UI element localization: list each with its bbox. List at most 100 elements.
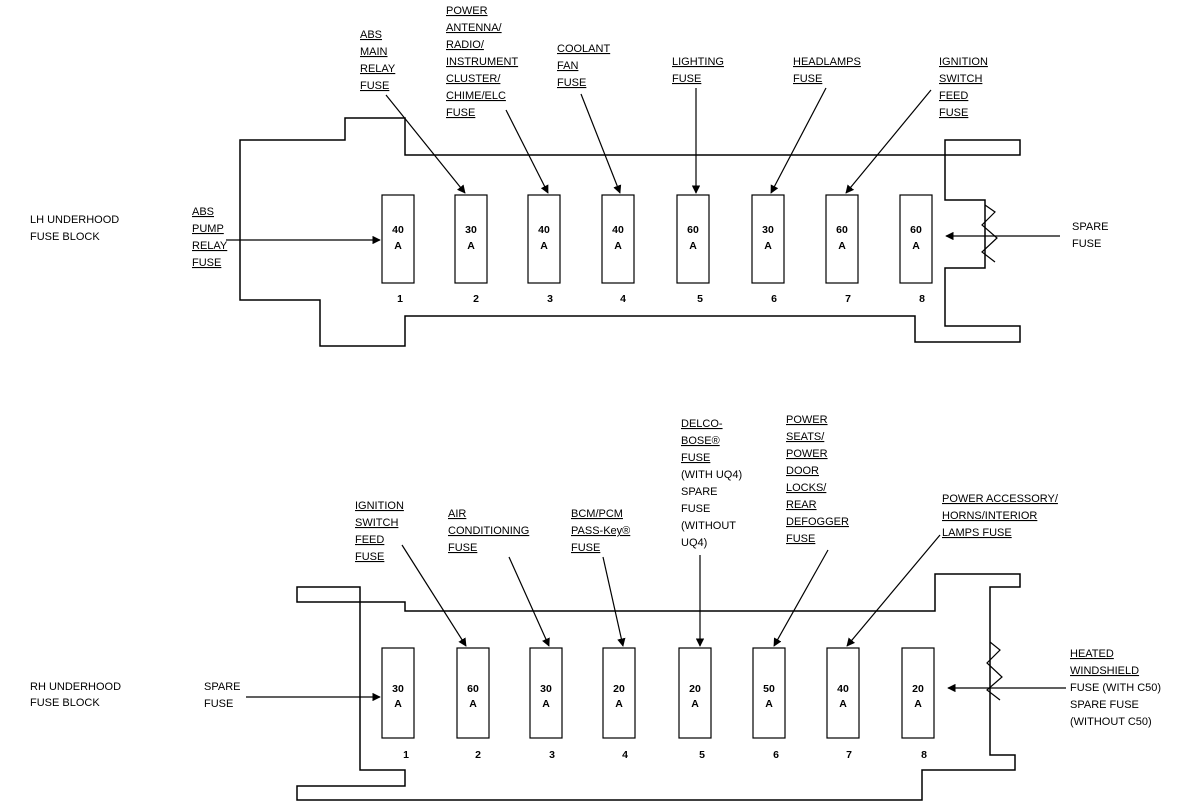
svg-text:POWER ACCESSORY/: POWER ACCESSORY/ — [942, 493, 1059, 505]
svg-text:RELAY: RELAY — [192, 240, 228, 252]
lh-callout-coolant: COOLANT FAN FUSE — [557, 43, 622, 194]
rh-fuse-3-amp: 30 — [540, 683, 552, 695]
svg-text:SPARE: SPARE — [681, 486, 717, 498]
lh-fuse-8-unit: A — [912, 240, 920, 252]
lh-callout-headlamps: HEADLAMPS FUSE — [770, 56, 861, 194]
svg-text:REAR: REAR — [786, 499, 817, 511]
lh-fuse-7-unit: A — [838, 240, 846, 252]
lh-headlamps-arrow — [770, 87, 827, 194]
rh-callout-power-accessory: POWER ACCESSORY/ HORNS/INTERIOR LAMPS FU… — [846, 493, 1059, 647]
rh-fuse-8-unit: A — [914, 698, 922, 710]
lh-block-outline — [239, 117, 1021, 347]
svg-text:IGNITION: IGNITION — [939, 56, 988, 68]
lh-fuse-7-amp: 60 — [836, 224, 848, 236]
rh-fuse-5-amp: 20 — [689, 683, 701, 695]
rh-fuse-2-unit: A — [469, 698, 477, 710]
svg-text:AIR: AIR — [448, 508, 466, 520]
svg-text:FUSE: FUSE — [355, 551, 384, 563]
lh-fuse-3-pos: 3 — [547, 293, 553, 305]
lh-fuse-4: 40 A 4 — [601, 194, 635, 305]
svg-text:CHIME/ELC: CHIME/ELC — [446, 90, 506, 102]
lh-fuse-8-amp: 60 — [910, 224, 922, 236]
svg-text:BCM/PCM: BCM/PCM — [571, 508, 623, 520]
lh-fuse-6-unit: A — [764, 240, 772, 252]
rh-fuse-7-amp: 40 — [837, 683, 849, 695]
rh-spare-notch — [986, 641, 1003, 701]
lh-ignition-arrow — [845, 89, 932, 194]
rh-fuse-2-pos: 2 — [475, 749, 481, 761]
svg-text:FUSE: FUSE — [672, 73, 701, 85]
lh-fuse-1-pos: 1 — [397, 293, 403, 305]
svg-text:FUSE: FUSE — [360, 80, 389, 92]
rh-block-outline — [296, 573, 1021, 801]
svg-text:DELCO-: DELCO- — [681, 418, 723, 430]
svg-text:HORNS/INTERIOR: HORNS/INTERIOR — [942, 510, 1037, 522]
rh-callout-air-conditioning: AIR CONDITIONING FUSE — [448, 508, 550, 647]
rh-callout-delco-bose: DELCO- BOSE® FUSE (WITH UQ4) SPARE FUSE … — [681, 418, 742, 647]
lh-fuse-block: 40 A 1 30 A 2 40 A 3 40 A 4 — [30, 5, 1108, 347]
svg-text:LH UNDERHOOD: LH UNDERHOOD — [30, 214, 119, 226]
svg-text:PUMP: PUMP — [192, 223, 224, 235]
rh-fuse-3: 30 A 3 — [529, 647, 563, 761]
rh-fuse-8: 20 A 8 — [901, 647, 935, 761]
lh-fuse-3-unit: A — [540, 240, 548, 252]
svg-text:RADIO/: RADIO/ — [446, 39, 485, 51]
svg-text:LIGHTING: LIGHTING — [672, 56, 724, 68]
rh-fuse-2-amp: 60 — [467, 683, 479, 695]
lh-callout-abs-pump: ABS PUMP RELAY FUSE — [192, 206, 381, 269]
rh-callout-power-seats: POWER SEATS/ POWER DOOR LOCKS/ REAR DEFO… — [773, 414, 849, 647]
svg-text:FUSE: FUSE — [939, 107, 968, 119]
svg-text:SEATS/: SEATS/ — [786, 431, 825, 443]
svg-text:WINDSHIELD: WINDSHIELD — [1070, 665, 1139, 677]
svg-text:DOOR: DOOR — [786, 465, 819, 477]
svg-text:FEED: FEED — [939, 90, 968, 102]
svg-text:FAN: FAN — [557, 60, 578, 72]
svg-text:HEADLAMPS: HEADLAMPS — [793, 56, 861, 68]
svg-text:(WITHOUT: (WITHOUT — [681, 520, 736, 532]
lh-fuse-3-amp: 40 — [538, 224, 550, 236]
rh-power-seats-arrow — [773, 549, 829, 647]
svg-text:FUSE BLOCK: FUSE BLOCK — [30, 697, 100, 709]
svg-text:SPARE FUSE: SPARE FUSE — [1070, 699, 1139, 711]
svg-text:FUSE: FUSE — [571, 542, 600, 554]
lh-callout-ignition: IGNITION SWITCH FEED FUSE — [845, 56, 988, 194]
rh-fuse-1-amp: 30 — [392, 683, 404, 695]
svg-text:(WITH UQ4): (WITH UQ4) — [681, 469, 742, 481]
rh-fuse-5: 20 A 5 — [678, 647, 712, 761]
rh-callout-spare: SPARE FUSE — [204, 681, 381, 710]
svg-text:PASS-Key®: PASS-Key® — [571, 525, 630, 537]
lh-fuse-2-unit: A — [467, 240, 475, 252]
svg-text:MAIN: MAIN — [360, 46, 388, 58]
lh-fuse-5-unit: A — [689, 240, 697, 252]
svg-text:FUSE BLOCK: FUSE BLOCK — [30, 231, 100, 243]
svg-text:SPARE: SPARE — [204, 681, 240, 693]
svg-text:IGNITION: IGNITION — [355, 500, 404, 512]
lh-coolant-arrow — [580, 93, 622, 194]
svg-text:RH UNDERHOOD: RH UNDERHOOD — [30, 681, 121, 693]
lh-fuse-7-pos: 7 — [845, 293, 851, 305]
rh-fuse-2: 60 A 2 — [456, 647, 490, 761]
rh-callout-ignition: IGNITION SWITCH FEED FUSE — [355, 500, 467, 647]
rh-callout-bcm-pcm: BCM/PCM PASS-Key® FUSE — [571, 508, 630, 647]
svg-text:ABS: ABS — [360, 29, 382, 41]
lh-fuse-6: 30 A 6 — [751, 194, 785, 305]
rh-fuse-8-amp: 20 — [912, 683, 924, 695]
lh-fuse-5: 60 A 5 — [676, 194, 710, 305]
rh-fuse-4-unit: A — [615, 698, 623, 710]
svg-text:FUSE: FUSE — [681, 452, 710, 464]
rh-fuse-4-pos: 4 — [622, 749, 628, 761]
svg-text:FUSE: FUSE — [192, 257, 221, 269]
rh-fuse-6-pos: 6 — [773, 749, 779, 761]
lh-fuse-1-unit: A — [394, 240, 402, 252]
lh-fuse-5-pos: 5 — [697, 293, 703, 305]
lh-callout-lighting: LIGHTING FUSE — [672, 56, 724, 194]
svg-text:FUSE (WITH C50): FUSE (WITH C50) — [1070, 682, 1161, 694]
lh-fuse-2-pos: 2 — [473, 293, 479, 305]
svg-text:UQ4): UQ4) — [681, 537, 707, 549]
svg-text:POWER: POWER — [446, 5, 488, 17]
rh-ignition-arrow — [401, 544, 467, 647]
svg-text:FUSE: FUSE — [446, 107, 475, 119]
lh-abs-main-arrow — [385, 94, 466, 194]
svg-text:LAMPS FUSE: LAMPS FUSE — [942, 527, 1012, 539]
rh-fuse-3-unit: A — [542, 698, 550, 710]
